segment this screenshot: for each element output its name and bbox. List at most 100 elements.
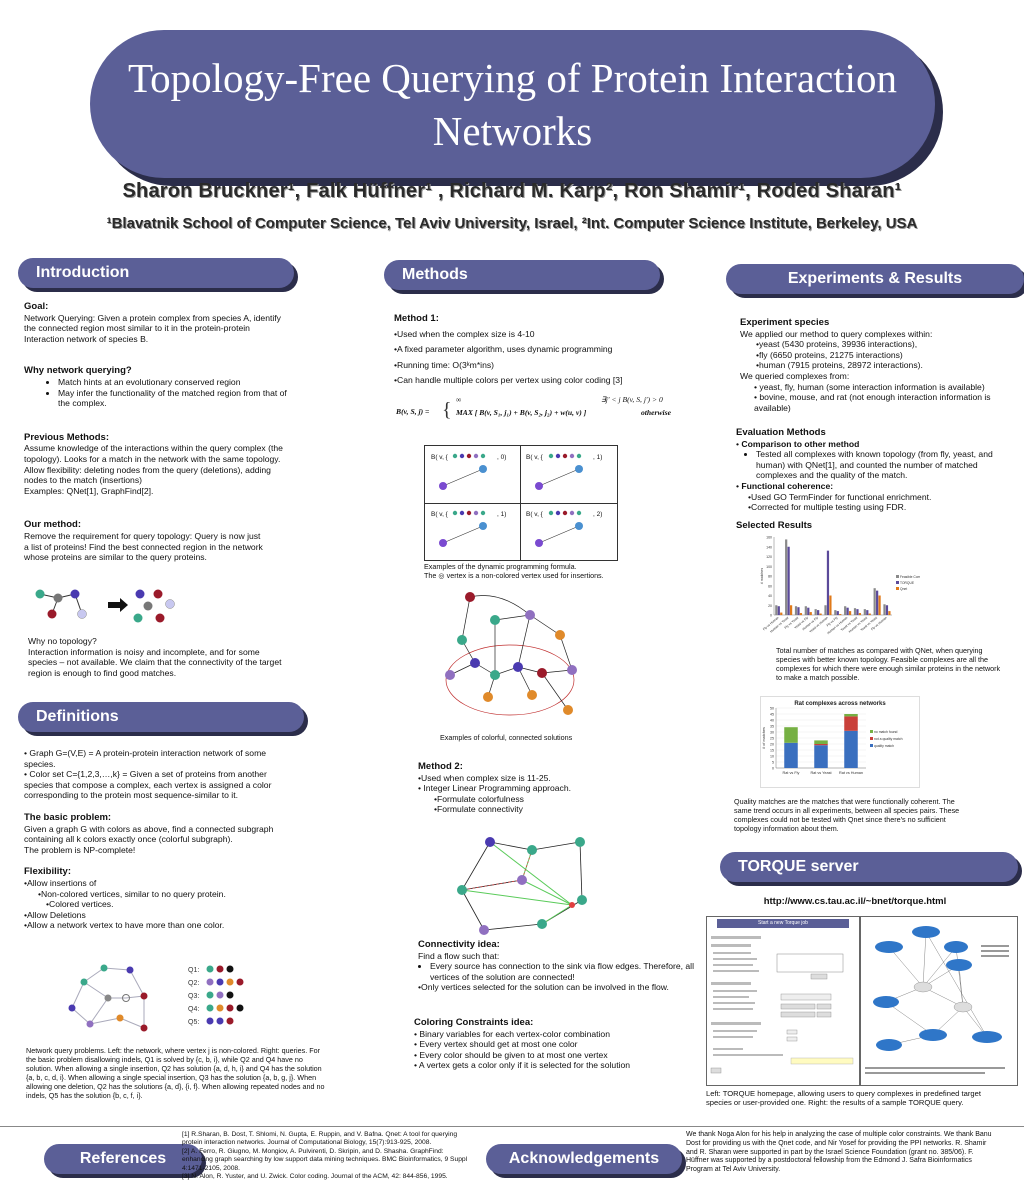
stacked-bar xyxy=(814,745,828,768)
stacked-bar xyxy=(814,744,828,746)
bar xyxy=(775,605,778,615)
torque-form-mock xyxy=(710,936,854,1074)
reference-item: [2] A. Ferro, R. Giugno, M. Mongiov, A. … xyxy=(182,1147,468,1172)
acknowledgements-header: Acknowledgements xyxy=(486,1144,682,1174)
dp-label: B( v, { xyxy=(431,511,448,518)
dp-color-dot xyxy=(473,453,479,459)
acknowledgements-text: We thank Noga Alon for his help in analy… xyxy=(686,1131,992,1174)
dp-vertex xyxy=(439,482,447,490)
title-banner xyxy=(90,30,935,178)
dp-color-dot xyxy=(452,510,458,516)
selected-results-heading: Selected Results xyxy=(736,520,813,531)
legend-label: TORQUE xyxy=(900,581,915,585)
dp-suffix: , 1) xyxy=(497,511,507,518)
flexibility-item: •Colored vertices. xyxy=(46,899,114,910)
method-2-heading: Method 2: xyxy=(418,761,463,772)
dp-color-dot xyxy=(473,510,479,516)
bar xyxy=(853,608,857,615)
bar xyxy=(878,595,881,615)
dp-color-dot xyxy=(576,510,582,516)
torque-result-graph xyxy=(865,926,1009,1074)
y-tick-label: 40 xyxy=(768,594,772,598)
connectivity-text: Find a flow such that: xyxy=(418,950,500,961)
introduction-section: Goal: Network Querying: Given a protein … xyxy=(24,301,289,563)
dp-vertex xyxy=(479,522,487,530)
torque-homepage-screenshot: Start a new Torque job xyxy=(706,916,860,1086)
method-2-item: •Formulate colorfulness xyxy=(434,793,524,804)
bar xyxy=(785,539,788,615)
query-label: Q3: xyxy=(188,993,199,1000)
query-label: Q1: xyxy=(188,967,199,974)
bar xyxy=(858,613,862,615)
dp-label: B( v, { xyxy=(526,511,543,518)
dp-vertex xyxy=(535,539,543,547)
dp-suffix: , 1) xyxy=(593,454,603,461)
bar xyxy=(863,609,866,615)
category-label: Rat vs Yeast xyxy=(810,771,832,775)
dp-vertex xyxy=(439,539,447,547)
method-1-item: •A fixed parameter algorithm, uses dynam… xyxy=(394,344,613,355)
flexibility-item: •Allow Deletions xyxy=(24,909,86,920)
species-text: We applied our method to query complexes… xyxy=(740,328,933,339)
dp-vertex xyxy=(535,482,543,490)
y-tick-label: 50 xyxy=(770,707,774,711)
bar xyxy=(836,611,839,615)
method-1-item: •Can handle multiple colors per vertex u… xyxy=(394,375,623,386)
y-axis-label: # of matches xyxy=(762,727,766,749)
coloring-item: Every vertex should get at most one colo… xyxy=(419,1039,578,1050)
legend-label: not a quality match xyxy=(874,737,903,741)
flexibility-item: •Non-colored vertices, similar to no que… xyxy=(38,888,226,899)
stacked-bar xyxy=(784,742,798,768)
flexibility-item: •Allow insertions of xyxy=(24,877,97,888)
rat-complexes-chart: Rat complexes across networks05101520253… xyxy=(760,696,920,788)
goal-text: Network Querying: Given a protein comple… xyxy=(24,312,281,344)
evaluation-item: Tested all complexes with known topology… xyxy=(756,449,1008,481)
method-2-item: •Formulate connectivity xyxy=(434,804,523,815)
formula-condition: ∃j' < j B(v, S, j') > 0 xyxy=(601,395,663,404)
dp-examples-drawing xyxy=(439,453,583,547)
definition-colors: Color set C={1,2,3,…,k} = Given a set of… xyxy=(24,769,272,801)
bar xyxy=(819,613,822,615)
legend-label: Feasible Complexes xyxy=(900,575,920,579)
evaluation-heading: Evaluation Methods xyxy=(736,427,826,438)
y-tick-label: 5 xyxy=(772,761,774,765)
bar xyxy=(787,546,790,615)
legend-label: no match found xyxy=(874,730,897,734)
flexibility-item: •Allow a network vertex to have more tha… xyxy=(24,920,225,931)
legend-swatch xyxy=(870,737,873,740)
method-1-section: Method 1: •Used when the complex size is… xyxy=(394,313,694,386)
bar xyxy=(839,614,842,615)
dp-suffix: , 2) xyxy=(593,511,603,518)
query-label: Q5: xyxy=(188,1019,199,1026)
category-label: Rat vs Human xyxy=(839,771,863,775)
dp-examples-grid: B( v, { , 0) B( v, { , 1) B( v, { , 1) B… xyxy=(424,445,618,561)
why-no-topology: Why no topology? Interaction information… xyxy=(28,636,288,678)
y-tick-label: 20 xyxy=(768,604,772,608)
previous-methods-heading: Previous Methods: xyxy=(24,431,109,443)
connectivity-item: •Only vertices selected for the solution… xyxy=(418,982,669,993)
definitions-header: Definitions xyxy=(18,702,304,732)
dp-color-dot xyxy=(466,453,472,459)
stacked-bar xyxy=(844,716,858,731)
why-heading: Why network querying? xyxy=(24,365,132,377)
basic-problem-text: Given a graph G with colors as above, fi… xyxy=(24,823,274,845)
colorful-caption: Examples of colorful, connected solution… xyxy=(440,733,573,742)
species-item: • bovine, mouse, and rat (not enough int… xyxy=(754,392,991,413)
chart1-caption: Total number of matches as compared with… xyxy=(776,646,1001,682)
bar xyxy=(780,612,783,615)
connectivity-section: Connectivity idea: Find a flow such that… xyxy=(418,939,698,993)
dp-color-dot xyxy=(466,510,472,516)
legend-swatch xyxy=(896,587,899,590)
dp-color-dot xyxy=(459,510,465,516)
experiment-species-section: Experiment species We applied our method… xyxy=(740,317,1008,413)
bar xyxy=(883,604,886,615)
dp-formula: B(v, S, j) = { ∞ ∃j' < j B(v, S, j') > 0… xyxy=(396,395,671,421)
torque-url[interactable]: http://www.cs.tau.ac.il/~bnet/torque.htm… xyxy=(763,896,947,907)
experiment-species-heading: Experiment species xyxy=(740,317,830,328)
connectivity-item: Every source has connection to the sink … xyxy=(430,961,698,982)
bar xyxy=(797,607,800,615)
bar xyxy=(868,613,871,615)
y-tick-label: 45 xyxy=(770,713,774,717)
y-tick-label: 15 xyxy=(770,749,774,753)
